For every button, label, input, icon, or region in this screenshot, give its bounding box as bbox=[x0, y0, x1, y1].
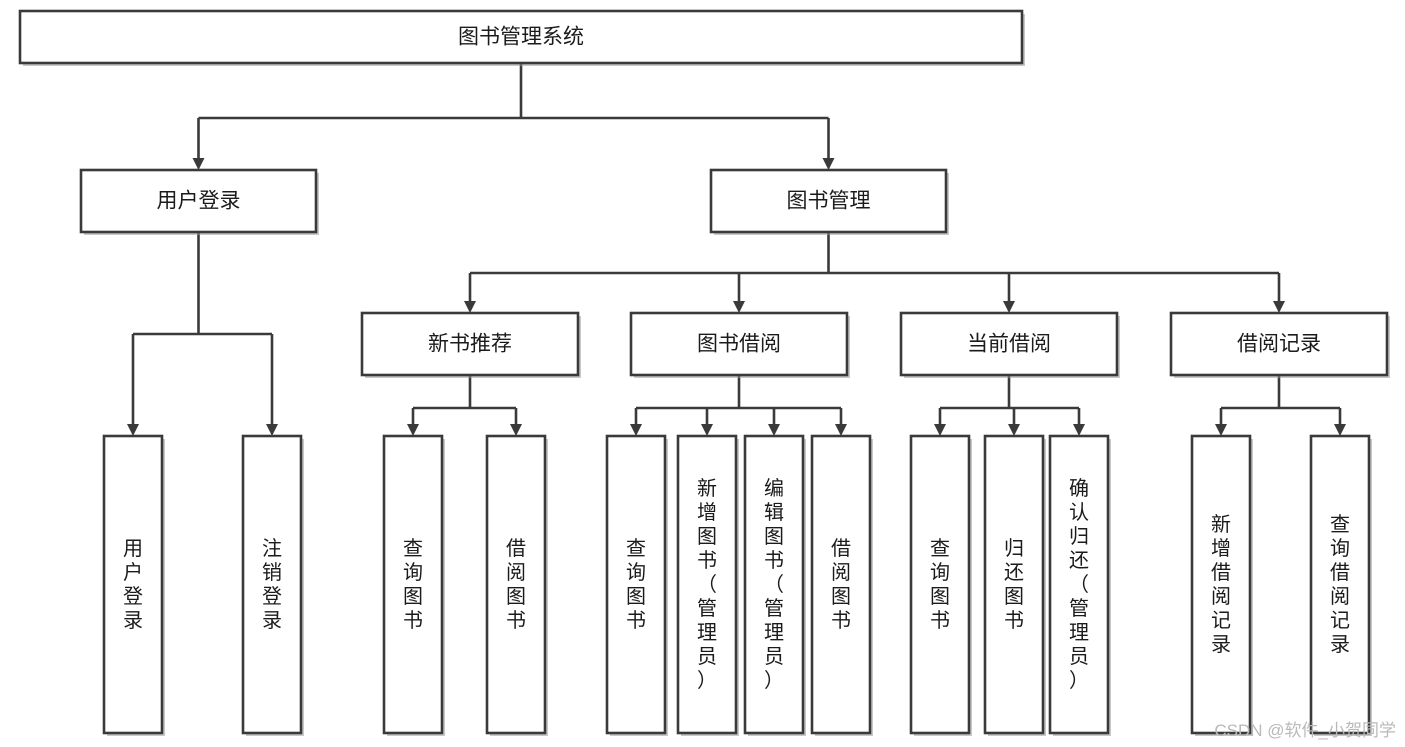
node-label: 查询借阅记录 bbox=[1330, 513, 1350, 656]
node-label: 归还图书 bbox=[1004, 537, 1024, 632]
edge-2-arrow-0 bbox=[934, 424, 946, 436]
edge-2-arrow-1 bbox=[1008, 424, 1020, 436]
edge-book-mgmt-arrow-3 bbox=[1273, 301, 1285, 313]
level2-node-1-图书管理[interactable]: 图书管理 bbox=[709, 168, 949, 235]
node-label: 借阅图书 bbox=[506, 537, 526, 632]
level3-node-2-当前借阅[interactable]: 当前借阅 bbox=[899, 311, 1120, 378]
edge-user-login-arrow-0 bbox=[127, 424, 139, 436]
node-label: 新增图书（管理员） bbox=[697, 477, 717, 692]
node-label: 新增借阅记录 bbox=[1211, 513, 1231, 656]
node-label: 用户登录 bbox=[123, 538, 143, 632]
leaf-node-6-编辑图书管理员[interactable]: 编辑图书（管理员） bbox=[743, 434, 806, 736]
node-label: 图书管理 bbox=[787, 190, 871, 213]
edge-1-arrow-2 bbox=[768, 424, 780, 436]
box-outline bbox=[382, 434, 444, 735]
box-outline bbox=[1169, 311, 1389, 377]
box-outline bbox=[1190, 434, 1252, 735]
level3-node-3-借阅记录[interactable]: 借阅记录 bbox=[1169, 311, 1390, 378]
leaf-node-12-查询借阅记录[interactable]: 查询借阅记录 bbox=[1309, 434, 1372, 736]
csdn-watermark: CSDN @软件_小贺同学 bbox=[1214, 721, 1396, 740]
node-label: 借阅记录 bbox=[1237, 333, 1321, 356]
edge-0-arrow-1 bbox=[510, 424, 522, 436]
edge-1-arrow-3 bbox=[835, 424, 847, 436]
node-label: 查询图书 bbox=[403, 537, 423, 632]
node-layer: 图书管理系统用户登录图书管理新书推荐图书借阅当前借阅借阅记录用户登录注销登录查询… bbox=[18, 9, 1390, 736]
leaf-node-1-注销登录[interactable]: 注销登录 bbox=[241, 434, 304, 736]
edge-1-arrow-1 bbox=[701, 424, 713, 436]
level3-node-1-图书借阅[interactable]: 图书借阅 bbox=[629, 311, 850, 378]
edge-1-arrow-0 bbox=[630, 424, 642, 436]
leaf-node-7-借阅图书[interactable]: 借阅图书 bbox=[810, 434, 873, 736]
node-label: 编辑图书（管理员） bbox=[764, 477, 784, 692]
box-outline bbox=[485, 434, 547, 735]
box-outline bbox=[102, 434, 164, 735]
node-label: 图书管理系统 bbox=[458, 26, 584, 49]
box-outline bbox=[709, 168, 948, 234]
node-label: 查询图书 bbox=[626, 537, 646, 632]
node-label: 图书借阅 bbox=[697, 333, 781, 356]
box-outline bbox=[743, 434, 805, 735]
edge-user-login-arrow-1 bbox=[266, 424, 278, 436]
leaf-node-0-用户登录[interactable]: 用户登录 bbox=[102, 434, 165, 736]
leaf-node-4-查询图书[interactable]: 查询图书 bbox=[605, 434, 668, 736]
edge-0-arrow-0 bbox=[407, 424, 419, 436]
box-outline bbox=[1048, 434, 1110, 735]
edge-3-arrow-0 bbox=[1215, 424, 1227, 436]
leaf-node-2-查询图书[interactable]: 查询图书 bbox=[382, 434, 445, 736]
box-outline bbox=[79, 168, 318, 234]
node-label: 借阅图书 bbox=[831, 537, 851, 632]
box-outline bbox=[676, 434, 738, 735]
leaf-node-9-归还图书[interactable]: 归还图书 bbox=[983, 434, 1046, 736]
edge-2-arrow-2 bbox=[1073, 424, 1085, 436]
box-outline bbox=[983, 434, 1045, 735]
box-outline bbox=[241, 434, 303, 735]
level2-node-0-用户登录[interactable]: 用户登录 bbox=[79, 168, 319, 235]
box-outline bbox=[360, 311, 580, 377]
edge-root-arrow-1 bbox=[822, 158, 835, 170]
edge-book-mgmt-arrow-0 bbox=[464, 301, 476, 313]
leaf-node-5-新增图书管理员[interactable]: 新增图书（管理员） bbox=[676, 434, 739, 736]
node-label: 用户登录 bbox=[157, 190, 241, 213]
edge-3-arrow-1 bbox=[1334, 424, 1346, 436]
box-outline bbox=[1309, 434, 1371, 735]
edge-book-mgmt-arrow-2 bbox=[1003, 301, 1015, 313]
node-label: 查询图书 bbox=[930, 537, 950, 632]
box-outline bbox=[810, 434, 872, 735]
leaf-node-3-借阅图书[interactable]: 借阅图书 bbox=[485, 434, 548, 736]
root-node-0-图书管理系统[interactable]: 图书管理系统 bbox=[18, 9, 1025, 66]
box-outline bbox=[605, 434, 667, 735]
leaf-node-10-确认归还管理员[interactable]: 确认归还（管理员） bbox=[1048, 434, 1111, 736]
leaf-node-11-新增借阅记录[interactable]: 新增借阅记录 bbox=[1190, 434, 1253, 736]
leaf-node-8-查询图书[interactable]: 查询图书 bbox=[909, 434, 972, 736]
edge-book-mgmt-arrow-1 bbox=[733, 301, 745, 313]
box-outline bbox=[629, 311, 849, 377]
node-label: 确认归还（管理员） bbox=[1069, 477, 1089, 692]
node-label: 新书推荐 bbox=[428, 333, 512, 356]
box-outline bbox=[909, 434, 971, 735]
node-label: 注销登录 bbox=[262, 537, 282, 632]
node-label: 当前借阅 bbox=[967, 333, 1051, 356]
box-outline bbox=[899, 311, 1119, 377]
level3-node-0-新书推荐[interactable]: 新书推荐 bbox=[360, 311, 581, 378]
edge-layer bbox=[127, 63, 1346, 436]
edge-root-arrow-0 bbox=[192, 158, 205, 170]
box-outline bbox=[18, 9, 1024, 65]
